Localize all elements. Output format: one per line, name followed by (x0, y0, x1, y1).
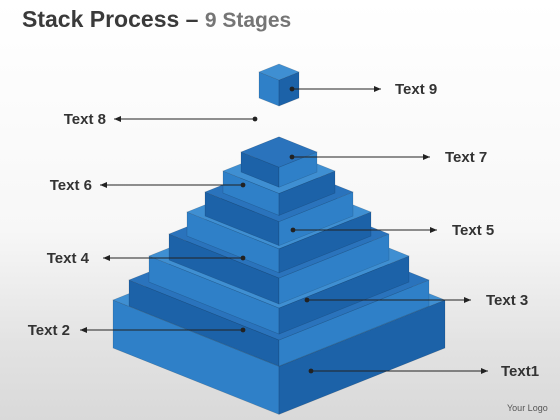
stack-layer-9 (258, 63, 300, 107)
arrow-head-icon (430, 227, 437, 233)
stack-layer-8 (240, 136, 318, 188)
layer-top-face (258, 63, 300, 81)
arrow-head-icon (423, 154, 430, 160)
arrow-head-icon (100, 182, 107, 188)
stage-label-4: Text 4 (47, 250, 90, 267)
logo-text: Your Logo (507, 403, 548, 413)
stage-label-6: Text 6 (50, 177, 92, 194)
stage-label-5: Text 5 (452, 222, 494, 239)
layer-right-face (278, 191, 354, 247)
pyramid-layers (112, 63, 446, 415)
title-dash: – (179, 6, 205, 32)
title-sub: 9 Stages (204, 9, 292, 32)
stage-label-2: Text 2 (28, 322, 70, 339)
stage-label-8: Text 8 (64, 111, 106, 128)
arrow-head-icon (464, 297, 471, 303)
arrow-head-icon (80, 327, 87, 333)
arrow-head-icon (114, 116, 121, 122)
page-title: Stack Process – 9 Stages (22, 6, 291, 33)
layer-right-face (278, 233, 390, 305)
layer-right-face (278, 71, 300, 107)
layer-right-face (278, 255, 410, 335)
callouts: Text1 Text 2 Text 3 Text 4 Text 5 Text 6 Text … (28, 81, 539, 380)
stage-label-9: Text 9 (395, 81, 437, 98)
stage-label-1: Text1 (501, 363, 539, 380)
arrow-head-icon (481, 368, 488, 374)
stage-label-7: Text 7 (445, 149, 487, 166)
layer-top-face (240, 136, 318, 168)
stage-label-3: Text 3 (486, 292, 528, 309)
title-main: Stack Process (22, 6, 180, 32)
arrow-head-icon (374, 86, 381, 92)
arrow-head-icon (103, 255, 110, 261)
